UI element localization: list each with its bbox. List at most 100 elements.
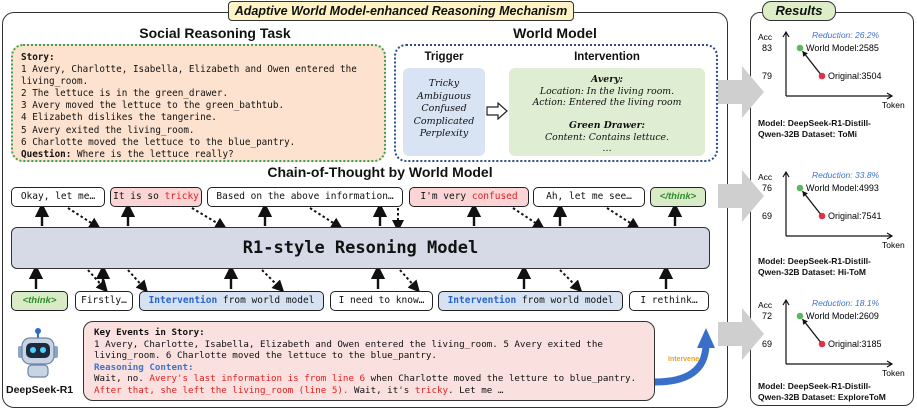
intervention-line: Avery: xyxy=(591,74,623,85)
trigger-word: Perplexity xyxy=(419,128,469,139)
y-tick-label: 69 xyxy=(762,339,772,349)
cot-header: Chain-of-Thought by World Model xyxy=(267,164,493,180)
x-axis-label: Token xyxy=(882,368,905,378)
y-axis-label: Acc xyxy=(758,172,773,182)
trigger-box: Tricky Ambiguous Confused Complicated Pe… xyxy=(403,68,485,156)
trigger-word: Confused xyxy=(421,103,467,114)
world-model-point xyxy=(796,184,804,192)
y-axis-arrow-icon xyxy=(782,298,790,306)
cot-token: I need to know… xyxy=(330,291,433,311)
world-model-label: World Model:4993 xyxy=(806,183,879,193)
story-line: 1 Avery, Charlotte, Isabella, Elizabeth … xyxy=(21,64,357,76)
diagram-title: Adaptive World Model-enhanced Reasoning … xyxy=(228,1,574,21)
cot-token: I rethink… xyxy=(629,291,709,311)
cot-token: Okay, let me… xyxy=(11,187,105,207)
y-tick-label: 76 xyxy=(762,183,772,193)
intervention-box: Avery: Location: In the living room. Act… xyxy=(509,68,705,156)
caption-line: Qwen-32B Dataset: ExploreToM xyxy=(758,391,886,402)
y-axis-label: Acc xyxy=(758,300,773,310)
cot-token-end-think: </think> xyxy=(650,187,706,207)
y-axis-arrow-icon xyxy=(782,170,790,178)
social-task-header: Social Reasoning Task xyxy=(139,25,291,41)
reduction-label: Reduction: 33.8% xyxy=(812,170,880,180)
world-model-label: World Model:2585 xyxy=(806,43,879,53)
reasoning-line: After that, she left the living_room (li… xyxy=(94,384,504,396)
results-title: Results xyxy=(762,1,836,21)
y-tick-label: 79 xyxy=(762,71,772,81)
story-line: 3 Avery moved the lettuce to the green_b… xyxy=(21,100,285,112)
intervention-line: Action: Entered the living room xyxy=(532,97,682,108)
original-point xyxy=(818,72,826,80)
events-line: living_room. 6 Charlotte moved the lettu… xyxy=(94,350,437,362)
reduction-label: Reduction: 18.1% xyxy=(812,298,880,308)
intervention-line: Content: Contains lettuce. xyxy=(544,131,669,143)
trigger-word: Ambiguous xyxy=(417,90,471,102)
trigger-header: Trigger xyxy=(424,51,464,63)
y-tick-label: 72 xyxy=(762,311,772,321)
reasoning-line: Wait, no. Avery's last information is fr… xyxy=(94,373,637,385)
improvement-arrow xyxy=(801,50,823,77)
caption-line: Model: DeepSeek-R1-Distill- xyxy=(758,118,871,128)
original-label: Original:7541 xyxy=(828,211,882,221)
original-label: Original:3185 xyxy=(828,339,882,349)
reduction-label: Reduction: 26.2% xyxy=(812,30,880,40)
story-label: Story: xyxy=(21,52,55,63)
cot-token-tricky: It is so tricky xyxy=(110,187,202,207)
story-line: 6 Charlotte moved the lettuce to the blu… xyxy=(21,136,296,148)
x-axis-arrow-icon xyxy=(886,92,894,100)
agent-label: DeepSeek-R1 xyxy=(6,384,74,396)
y-axis-label: Acc xyxy=(758,32,773,42)
world-model-point xyxy=(796,312,804,320)
original-label: Original:3504 xyxy=(828,71,882,81)
improvement-arrow xyxy=(801,318,823,345)
cot-token-confused: I'm very confused xyxy=(409,187,529,207)
intervention-header: Intervention xyxy=(574,51,640,63)
intervention-line: … xyxy=(602,143,612,154)
intervention-line: Location: In the living room. xyxy=(539,85,675,97)
story-line: 5 Avery exited the living_room. xyxy=(21,124,195,136)
robot-icon xyxy=(18,328,58,378)
result-caption: Model: DeepSeek-R1-Distill- Qwen-32B Dat… xyxy=(758,381,914,402)
trigger-to-intervention-arrow-icon xyxy=(486,102,508,120)
caption-line: Qwen-32B Dataset: ToMi xyxy=(758,128,858,139)
key-events-box: Key Events in Story: 1 Avery, Charlotte,… xyxy=(83,321,655,401)
caption-line: Model: DeepSeek-R1-Distill- xyxy=(758,256,871,266)
trigger-word: Complicated xyxy=(413,115,475,127)
cot-token: Firstly… xyxy=(75,291,133,311)
result-caption: Model: DeepSeek-R1-Distill- Qwen-32B Dat… xyxy=(758,118,914,139)
original-point xyxy=(818,212,826,220)
events-header: Key Events in Story: xyxy=(94,327,205,338)
y-tick-label: 69 xyxy=(762,211,772,221)
story-line: 2 The lettuce is in the green_drawer. xyxy=(21,88,229,100)
events-line: 1 Avery, Charlotte, Isabella, Elizabeth … xyxy=(94,338,603,350)
original-point xyxy=(818,340,826,348)
cot-token-intervention: Intervention from world model xyxy=(438,291,623,311)
reasoning-label: Reasoning Content: xyxy=(94,361,194,373)
x-axis-label: Token xyxy=(882,240,905,250)
story-line: 4 Elizabeth dislikes the tangerine. xyxy=(21,112,217,124)
intervention-line: Green Drawer: xyxy=(569,120,645,131)
caption-line: Model: DeepSeek-R1-Distill- xyxy=(758,381,871,391)
improvement-arrowhead-icon xyxy=(802,191,808,197)
world-model-box xyxy=(394,44,718,162)
y-axis-arrow-icon xyxy=(782,30,790,38)
x-axis-arrow-icon xyxy=(886,360,894,368)
cot-token-think: <think> xyxy=(11,291,68,311)
improvement-arrowhead-icon xyxy=(802,319,808,325)
trigger-word: Tricky xyxy=(428,78,460,89)
intervene-label: Intervene xyxy=(668,356,700,363)
reasoning-model-box: R1-style Resoning Model xyxy=(11,227,710,269)
story-box: Story: 1 Avery, Charlotte, Isabella, Eli… xyxy=(11,44,386,162)
world-model-header: World Model xyxy=(513,25,597,41)
improvement-arrowhead-icon xyxy=(802,51,808,57)
y-tick-label: 83 xyxy=(762,43,772,53)
cot-token-intervention: Intervention from world model xyxy=(139,291,324,311)
result-caption: Model: DeepSeek-R1-Distill- Qwen-32B Dat… xyxy=(758,256,914,277)
question-line: Question: Where is the lettuce really? xyxy=(21,148,234,160)
story-line: living_room. xyxy=(21,76,89,88)
cot-token: Based on the above information… xyxy=(207,187,403,207)
